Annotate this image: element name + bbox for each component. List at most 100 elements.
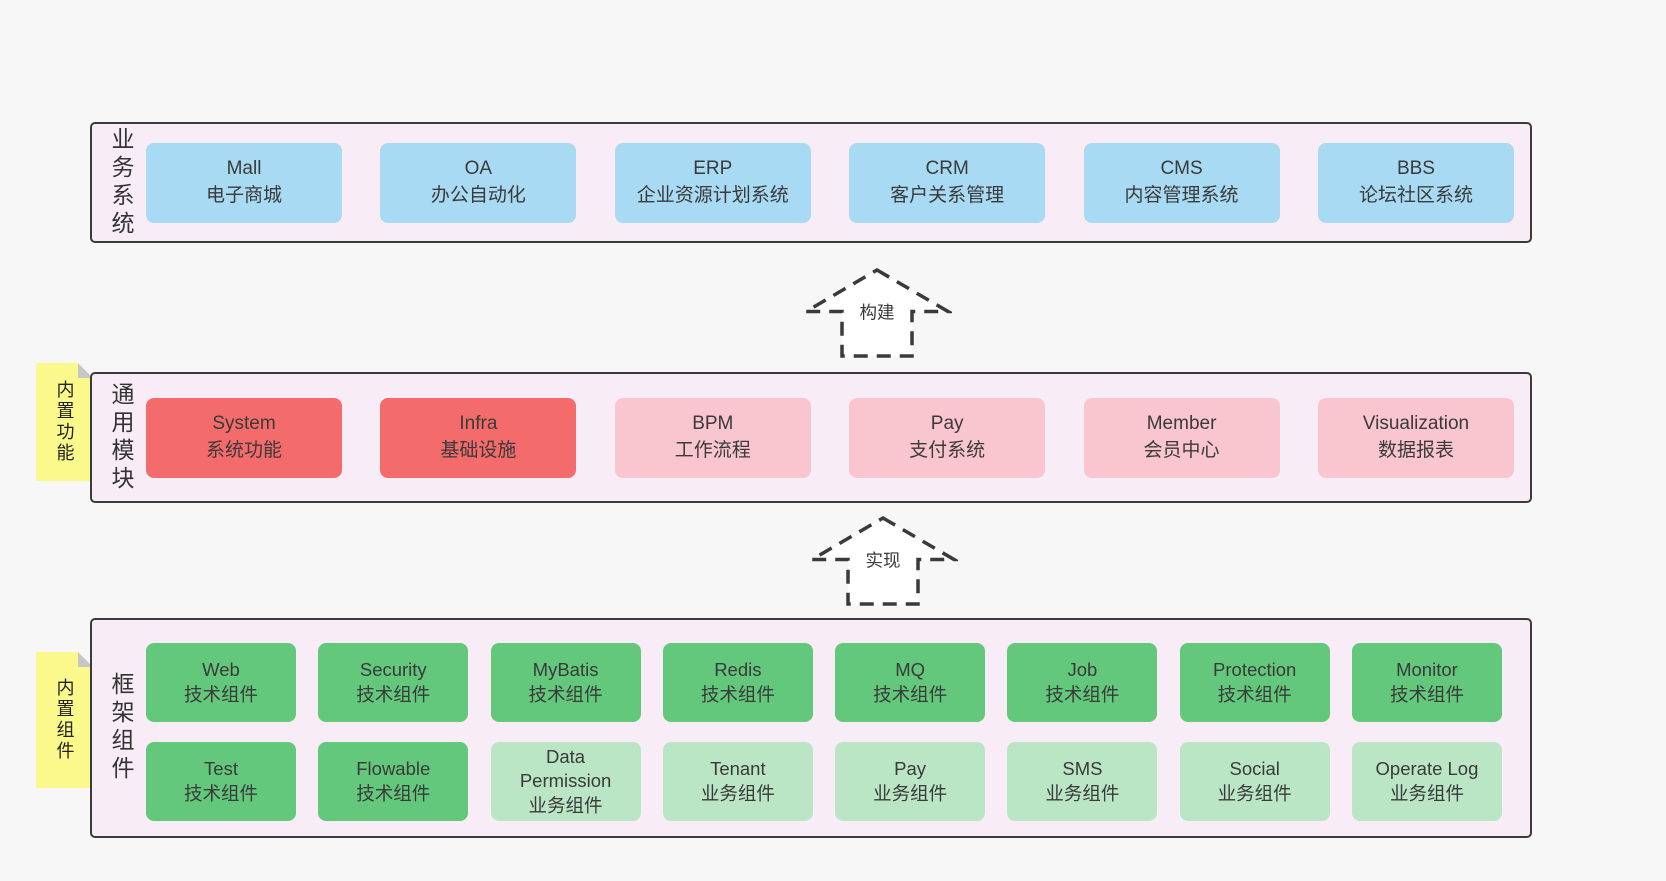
box-name: Infra	[459, 412, 498, 434]
box-operate-log: Operate Log 业务组件	[1351, 742, 1502, 821]
box-desc: 业务组件	[528, 794, 603, 816]
box-desc: 业务组件	[873, 782, 948, 804]
implement-arrow-label: 实现	[862, 546, 904, 574]
box-member: Member 会员中心	[1083, 397, 1280, 478]
sticky-note-builtin-features: 内置功能	[36, 363, 93, 481]
box-name: OA	[464, 157, 493, 179]
box-pay-business: Pay 业务组件	[835, 742, 986, 821]
box-name: MQ	[895, 659, 926, 681]
box-mybatis: MyBatis 技术组件	[490, 643, 641, 722]
box-desc: 业务组件	[700, 782, 775, 804]
box-name: Mall	[226, 157, 262, 179]
box-name: Pay	[930, 412, 964, 434]
box-name: Member	[1146, 412, 1217, 434]
box-desc: 会员中心	[1143, 439, 1220, 461]
box-pay: Pay 支付系统	[849, 397, 1046, 478]
box-name: SMS	[1062, 758, 1103, 780]
box-name: Flowable	[356, 758, 431, 780]
box-bbs: BBS 论坛社区系统	[1317, 142, 1514, 223]
box-desc: 技术组件	[873, 683, 948, 705]
box-desc: 技术组件	[356, 782, 431, 804]
component-row-2: Test 技术组件 Flowable 技术组件 Data Permission …	[146, 742, 1502, 821]
band-business-label: 业务系统	[108, 126, 134, 239]
box-visualization: Visualization 数据报表	[1317, 397, 1514, 478]
build-arrow-label: 构建	[856, 298, 898, 326]
component-boxes: Web 技术组件 Security 技术组件 MyBatis 技术组件 Redi…	[146, 643, 1502, 821]
box-sms: SMS 业务组件	[1007, 742, 1158, 821]
box-name: Protection	[1213, 659, 1297, 681]
box-name: System	[212, 412, 276, 434]
sticky-note-builtin-components: 内置组件	[36, 652, 93, 788]
box-desc: 基础设施	[440, 439, 517, 461]
box-oa: OA 办公自动化	[380, 142, 577, 223]
box-name: Pay	[894, 758, 927, 780]
box-name: CMS	[1160, 157, 1203, 179]
box-desc: 技术组件	[1389, 683, 1464, 705]
box-desc: 业务组件	[1045, 782, 1120, 804]
box-desc: 支付系统	[909, 439, 986, 461]
box-crm: CRM 客户关系管理	[849, 142, 1046, 223]
box-desc: 技术组件	[528, 683, 603, 705]
module-boxes: System 系统功能 Infra 基础设施 BPM 工作流程 Pay 支付系统…	[146, 374, 1514, 501]
box-desc: 技术组件	[700, 683, 775, 705]
box-desc: 内容管理系统	[1124, 184, 1239, 206]
box-job: Job 技术组件	[1007, 643, 1158, 722]
box-desc: 技术组件	[183, 782, 258, 804]
box-name: Social	[1229, 758, 1280, 780]
box-desc: 办公自动化	[430, 184, 526, 206]
box-desc: 技术组件	[1045, 683, 1120, 705]
box-tenant: Tenant 业务组件	[662, 742, 813, 821]
box-name: Visualization	[1362, 412, 1470, 434]
box-name: ERP	[693, 157, 733, 179]
box-name: Test	[204, 758, 238, 780]
box-protection: Protection 技术组件	[1179, 643, 1330, 722]
box-name: Monitor	[1396, 659, 1458, 681]
box-desc: 业务组件	[1389, 782, 1464, 804]
box-redis: Redis 技术组件	[662, 643, 813, 722]
box-name: Data Permission	[519, 745, 612, 792]
band-framework-components: 框架组件 Web 技术组件 Security 技术组件 MyBatis 技术组件…	[90, 618, 1532, 838]
box-bpm: BPM 工作流程	[614, 397, 811, 478]
box-data-permission: Data Permission 业务组件	[490, 742, 641, 821]
box-desc: 企业资源计划系统	[636, 184, 789, 206]
box-desc: 技术组件	[1217, 683, 1292, 705]
box-desc: 客户关系管理	[890, 184, 1005, 206]
box-desc: 技术组件	[183, 683, 258, 705]
box-social: Social 业务组件	[1179, 742, 1330, 821]
business-boxes: Mall 电子商城 OA 办公自动化 ERP 企业资源计划系统 CRM 客户关系…	[146, 124, 1514, 241]
box-desc: 电子商城	[205, 184, 282, 206]
box-cms: CMS 内容管理系统	[1083, 142, 1280, 223]
box-desc: 系统功能	[205, 439, 282, 461]
box-name: Operate Log	[1375, 758, 1479, 780]
box-name: Security	[359, 659, 427, 681]
component-row-1: Web 技术组件 Security 技术组件 MyBatis 技术组件 Redi…	[146, 643, 1502, 722]
box-name: CRM	[925, 157, 969, 179]
box-desc: 数据报表	[1377, 439, 1454, 461]
box-desc: 技术组件	[356, 683, 431, 705]
band-modules-label: 通用模块	[108, 381, 134, 494]
box-desc: 工作流程	[674, 439, 751, 461]
band-components-label: 框架组件	[108, 672, 134, 784]
sticky-text: 内置组件	[54, 678, 75, 762]
build-arrow: 构建	[802, 267, 952, 359]
box-name: MyBatis	[532, 659, 599, 681]
box-web: Web 技术组件	[146, 643, 296, 722]
box-security: Security 技术组件	[318, 643, 469, 722]
box-mall: Mall 电子商城	[146, 142, 342, 223]
box-infra: Infra 基础设施	[380, 397, 577, 478]
band-business-systems: 业务系统 Mall 电子商城 OA 办公自动化 ERP 企业资源计划系统 CRM…	[90, 122, 1532, 243]
box-name: Redis	[714, 659, 762, 681]
box-name: BBS	[1396, 157, 1435, 179]
implement-arrow: 实现	[808, 515, 958, 607]
sticky-text: 内置功能	[54, 380, 75, 464]
box-name: BPM	[692, 412, 734, 434]
box-name: Job	[1067, 659, 1098, 681]
box-test: Test 技术组件	[146, 742, 296, 821]
box-mq: MQ 技术组件	[835, 643, 986, 722]
box-erp: ERP 企业资源计划系统	[614, 142, 811, 223]
band-common-modules: 通用模块 System 系统功能 Infra 基础设施 BPM 工作流程 Pay…	[90, 372, 1532, 503]
box-system: System 系统功能	[146, 397, 342, 478]
box-monitor: Monitor 技术组件	[1351, 643, 1502, 722]
box-name: Tenant	[710, 758, 766, 780]
